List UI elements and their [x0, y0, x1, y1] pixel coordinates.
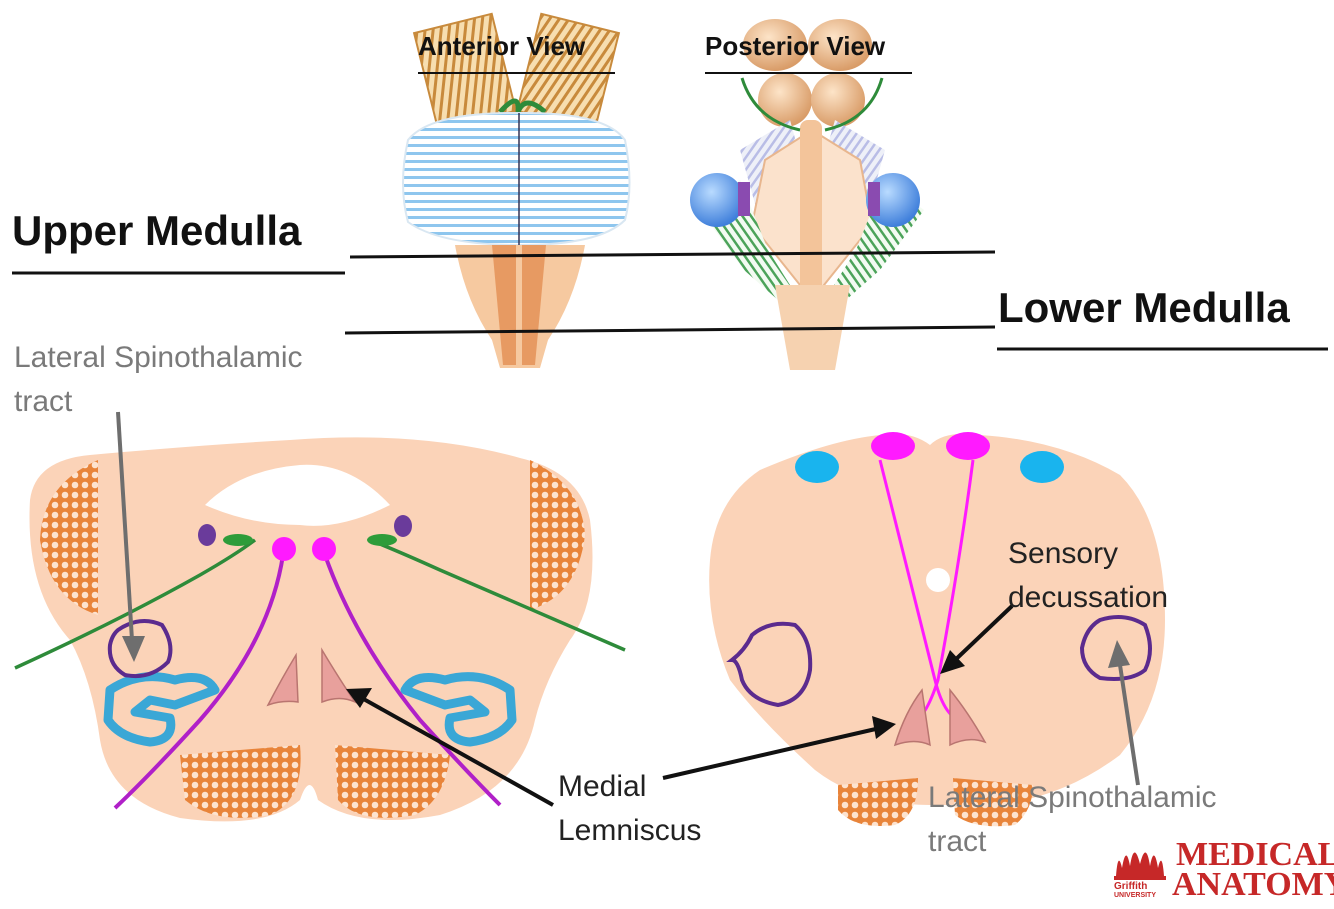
arrow-lateral-spinothalamic-upper-head — [122, 636, 145, 662]
arrow-medial-lemniscus-left-head — [346, 688, 372, 708]
arrow-medial-lemniscus-right-head — [872, 716, 896, 739]
medial-lemniscus-right-section — [321, 647, 358, 704]
arrow-lateral-spinothalamic-lower — [1118, 664, 1140, 786]
lower-nucleus-cuneatus-left — [795, 451, 839, 483]
lateral-spinothalamic-label-lower-line2: tract — [928, 824, 987, 858]
logo-anatomy-text: ANATOMY — [1172, 866, 1334, 903]
medial-lemniscus-label: Medial Lemniscus — [558, 765, 701, 852]
arrow-medial-lemniscus-left — [359, 695, 554, 807]
sensory-decussation-label-line1: Sensory — [1008, 537, 1119, 570]
lower-pyramid-left — [838, 778, 918, 826]
nucleus-cuneatus-left — [272, 537, 296, 561]
inferior-olive-left — [103, 672, 220, 747]
inferior-cerebellar-peduncle-left — [40, 460, 98, 615]
upper-medulla-section — [14, 437, 626, 822]
lateral-spinothalamic-label-upper-line1: Lateral Spinothalamic — [14, 341, 303, 374]
lateral-spinothalamic-outline-lower-left — [726, 621, 813, 708]
posterior-view-heading: Posterior View — [705, 31, 886, 61]
inferior-colliculus-left — [758, 73, 812, 127]
inferior-cerebellar-peduncle-right — [530, 460, 585, 610]
nucleus-green-right — [367, 534, 397, 546]
logo-university-text: UNIVERSITY — [1114, 892, 1157, 899]
lateral-spinothalamic-label-lower: Lateral Spinothalamic tract — [928, 776, 1217, 863]
arrow-sensory-decussation — [951, 604, 1014, 664]
medial-lemniscus-label-line2: Lemniscus — [558, 813, 702, 847]
lower-nucleus-gracilis-right — [946, 432, 990, 460]
medial-lemniscus-tract-left — [113, 554, 285, 810]
medial-lemniscus-label-line1: Medial — [558, 770, 647, 803]
inferior-colliculus-right — [811, 73, 865, 127]
trochlear-nerve-right — [824, 77, 884, 132]
lateral-spinothalamic-outline-upper — [107, 619, 173, 679]
internal-arcuate-fiber-left — [878, 459, 966, 724]
lower-medial-lemniscus-left — [893, 688, 931, 747]
lower-medulla-section — [709, 432, 1165, 827]
superior-colliculus-left — [743, 19, 807, 71]
medulla-anterior — [455, 245, 585, 368]
fourth-ventricle — [205, 464, 390, 526]
arrow-medial-lemniscus-right — [662, 726, 881, 780]
pyramid-left — [492, 245, 516, 365]
logo-griffith-text: Griffith — [1114, 881, 1148, 892]
lower-pyramid-right — [953, 778, 1033, 827]
spinal-trigeminal-tract-right — [374, 540, 626, 652]
inferior-olive-right — [400, 672, 517, 747]
central-canal — [926, 568, 950, 592]
spinal-trigeminal-tract-left — [14, 538, 257, 670]
lower-medulla-level-line — [344, 325, 996, 335]
nucleus-purple-right — [394, 515, 412, 537]
peduncle-band-right — [868, 182, 880, 216]
lower-nucleus-cuneatus-right — [1020, 451, 1064, 483]
pyramid-left-section — [180, 745, 301, 818]
anterior-view-heading: Anterior View — [418, 31, 586, 61]
medial-lemniscus-tract-right — [323, 554, 502, 807]
arrow-lateral-spinothalamic-upper — [116, 411, 134, 641]
griffith-logo-emblem — [1112, 845, 1168, 885]
lower-medial-lemniscus-right — [949, 687, 987, 747]
pons-anterior — [402, 111, 631, 247]
upper-medulla-level-line — [349, 250, 996, 259]
sensory-decussation-label: Sensory decussation — [1008, 532, 1168, 619]
pyramid-right — [522, 245, 546, 365]
medial-lemniscus-left-section — [266, 652, 299, 707]
posterior-brainstem-illustration — [690, 19, 924, 370]
lateral-spinothalamic-outline-lower-right — [1079, 614, 1152, 681]
peduncle-band-left — [738, 182, 750, 216]
pointer-arrows — [116, 411, 1140, 807]
arrow-sensory-decussation-head — [940, 650, 965, 674]
cut-peduncle-left — [690, 173, 744, 227]
trochlear-nerve-left — [740, 77, 801, 132]
lateral-spinothalamic-label-upper-line2: tract — [14, 384, 73, 418]
arrow-lateral-spinothalamic-lower-head — [1108, 640, 1130, 668]
superior-colliculus-right — [808, 19, 872, 71]
upper-medulla-label: Upper Medulla — [12, 207, 302, 254]
nucleus-green-left — [223, 534, 253, 546]
lateral-spinothalamic-label-upper: Lateral Spinothalamic tract — [14, 336, 303, 423]
lower-medulla-label: Lower Medulla — [998, 284, 1290, 331]
lower-nucleus-gracilis-left — [871, 432, 915, 460]
lower-medulla-tissue — [709, 433, 1165, 805]
nucleus-cuneatus-right — [312, 537, 336, 561]
sensory-decussation-label-line2: decussation — [1008, 580, 1169, 614]
anterior-brainstem-illustration — [402, 12, 631, 368]
lateral-spinothalamic-label-lower-line1: Lateral Spinothalamic — [928, 781, 1217, 814]
nucleus-purple-left — [198, 524, 216, 546]
logo-medical-text: MEDICAL — [1176, 836, 1334, 873]
pyramid-right-section — [335, 745, 450, 818]
median-sulcus-posterior — [800, 120, 822, 320]
